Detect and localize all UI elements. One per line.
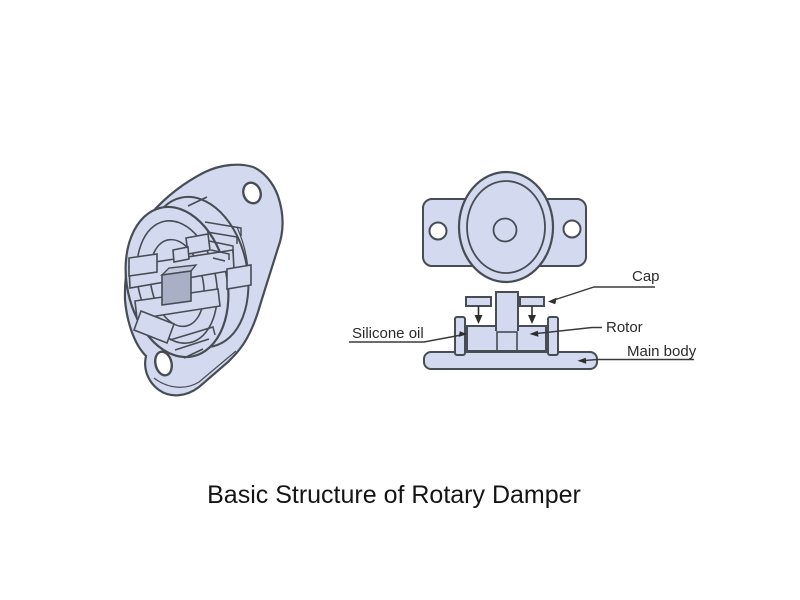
upper-vane-tab — [172, 246, 190, 263]
perspective-view — [123, 163, 284, 397]
stepped-fins — [169, 221, 242, 351]
lower-vane — [132, 309, 176, 345]
shaft-bearing-outline — [496, 331, 518, 352]
annotations: Cap Silicone oil Rotor Main body — [349, 268, 697, 364]
leader-main-body-arrow — [577, 357, 587, 364]
top-view-shaft-hole — [492, 217, 518, 243]
top-view-inner-ring — [466, 180, 546, 274]
inner-ring — [149, 238, 205, 328]
leader-silicone-oil-arrow — [458, 331, 467, 337]
side-tab — [226, 264, 252, 290]
main-body-base — [423, 351, 598, 370]
flange-hole-top — [242, 181, 262, 205]
label-rotor: Rotor — [606, 319, 643, 336]
cap-left — [465, 296, 492, 307]
leader-cap — [550, 286, 655, 302]
flange-thickness-line — [153, 350, 237, 388]
cross-section-view — [423, 291, 598, 370]
leader-rotor-arrow — [529, 330, 539, 337]
figure-caption: Basic Structure of Rotary Damper — [207, 481, 581, 509]
cap-right — [519, 296, 545, 307]
top-view — [422, 170, 587, 284]
cap-insert-arrows — [474, 306, 536, 324]
top-view-hole-right — [562, 219, 582, 239]
rotor-hub — [161, 270, 192, 306]
label-cap: Cap — [632, 268, 660, 285]
top-view-hole-left — [428, 221, 448, 241]
rotor-vane-tab — [128, 253, 158, 277]
upper-vane — [185, 233, 211, 255]
label-silicone-oil: Silicone oil — [352, 325, 424, 342]
leader-cap-arrow — [548, 297, 557, 305]
leader-silicone-oil — [349, 333, 465, 343]
rim-lines — [183, 196, 208, 359]
leader-rotor — [531, 326, 602, 335]
leader-main-body — [580, 358, 694, 362]
housing-wall-right — [547, 316, 559, 356]
flange-hole-bottom — [154, 350, 173, 377]
label-main-body: Main body — [627, 343, 697, 360]
rotor-shaft — [495, 291, 519, 331]
